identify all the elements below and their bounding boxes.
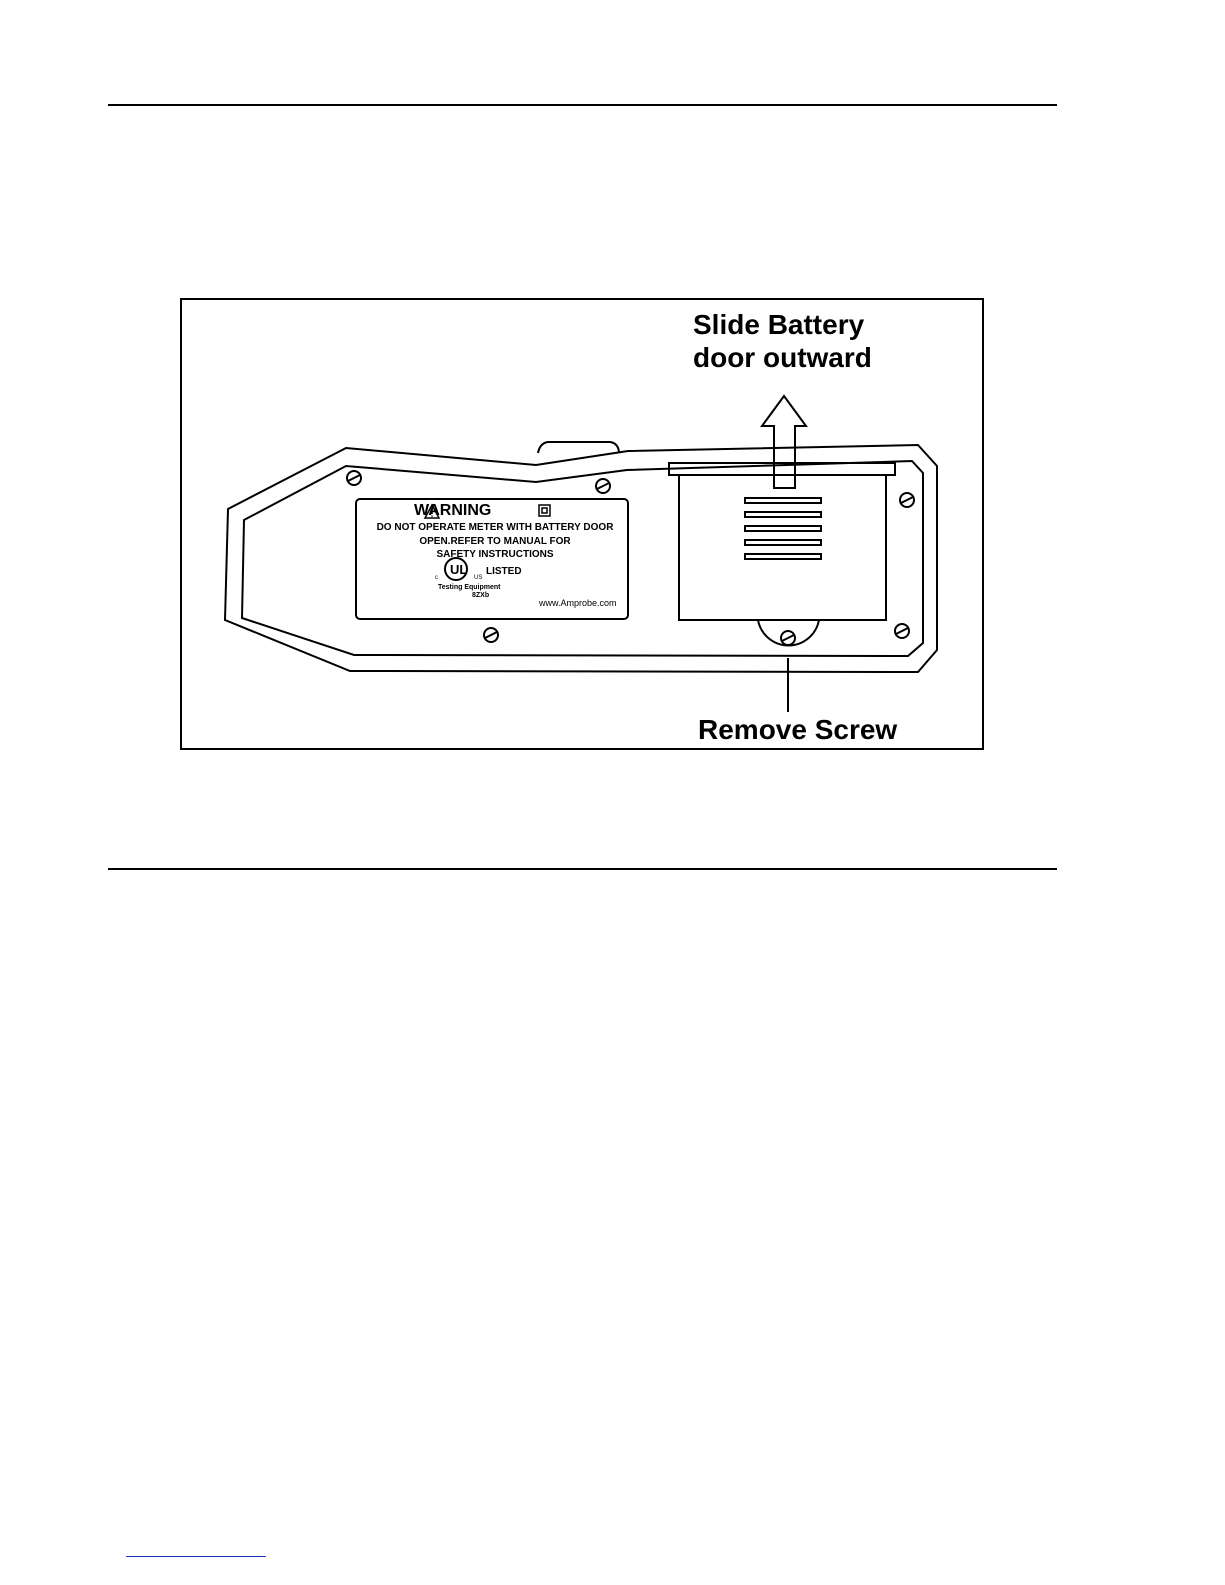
callout-slide-line1: Slide Battery — [693, 308, 872, 341]
screw-boss — [758, 620, 819, 645]
warning-line-2: OPEN.REFER TO MANUAL FOR — [358, 536, 632, 547]
door-slot — [745, 512, 821, 517]
svg-text:UL: UL — [450, 562, 467, 577]
double-insulation-icon — [539, 505, 550, 516]
top-clip — [538, 442, 619, 453]
door-slot — [745, 554, 821, 559]
footer-link-underline[interactable] — [126, 1556, 266, 1557]
warning-line-3: SAFETY INSTRUCTIONS — [358, 549, 632, 560]
door-slot — [745, 526, 821, 531]
screw-icon — [781, 631, 795, 645]
bottom-divider — [108, 868, 1057, 870]
screw-icon — [895, 624, 909, 638]
website-text: www.Amprobe.com — [539, 598, 617, 608]
battery-door — [679, 475, 886, 620]
door-slot — [745, 498, 821, 503]
battery-replacement-figure: UL Slide Battery door outward Remove Scr… — [180, 298, 984, 750]
callout-slide-line2: door outward — [693, 341, 872, 374]
ul-c-mark: c — [435, 575, 438, 581]
remove-screw-callout: Remove Screw — [698, 714, 897, 746]
ul-listed-text: LISTED — [486, 566, 522, 577]
screw-icon — [596, 479, 610, 493]
warning-title: WARNING — [414, 502, 491, 520]
screw-icon — [484, 628, 498, 642]
ul-us-mark: US — [474, 575, 482, 581]
warning-line-1: DO NOT OPERATE METER WITH BATTERY DOOR — [358, 522, 632, 533]
model-code-text: 8ZXb — [472, 592, 489, 599]
screw-icon — [347, 471, 361, 485]
door-slot — [745, 540, 821, 545]
testing-equipment-text: Testing Equipment — [438, 584, 500, 591]
screw-icon — [900, 493, 914, 507]
top-divider — [108, 104, 1057, 106]
slide-battery-callout: Slide Battery door outward — [693, 308, 872, 374]
